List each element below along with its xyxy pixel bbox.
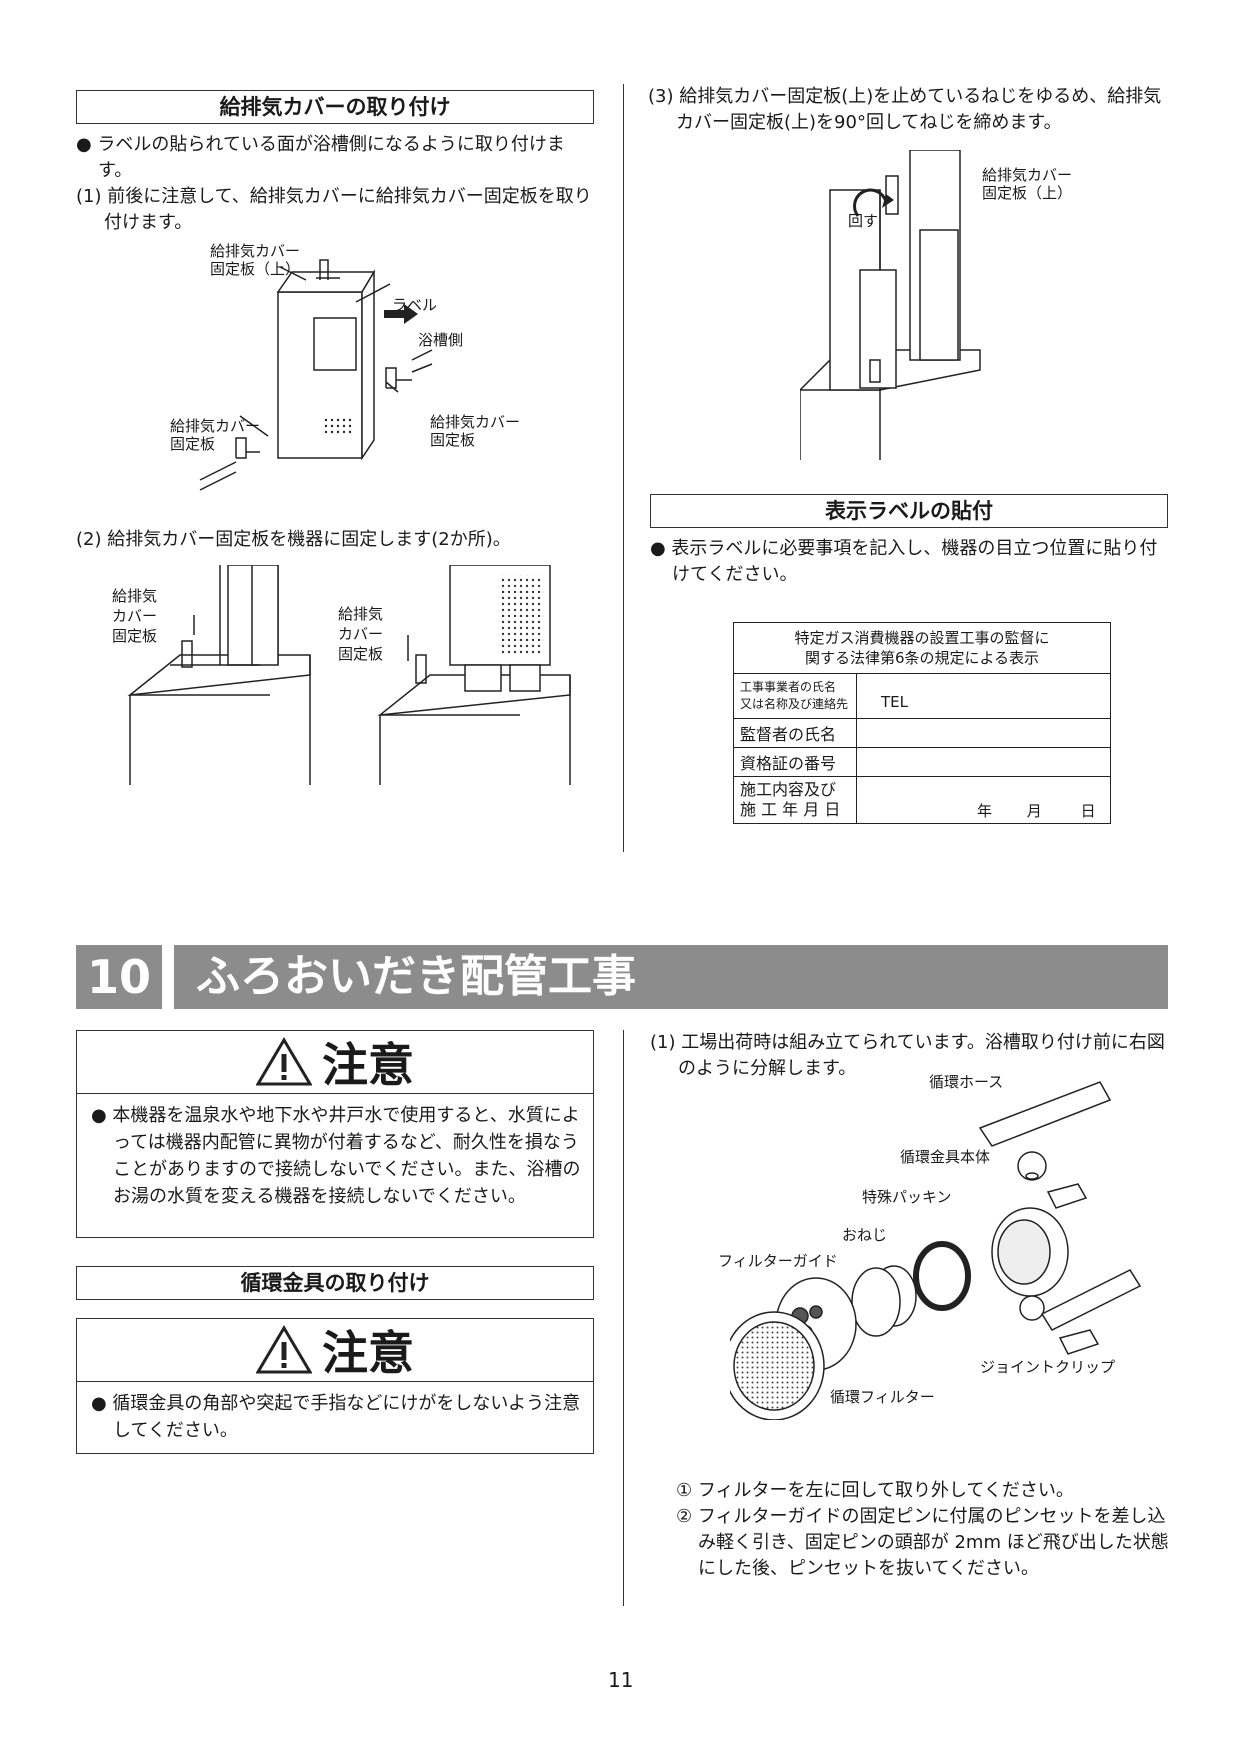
fig-label-packing: 特殊パッキン [862,1188,952,1206]
fig-label-body: 循環金具本体 [900,1148,991,1166]
fig1-label-label: ラベル [392,296,438,314]
junkan-substeps: ① フィルターを左に回して取り外してください。 ② フィルターガイドの固定ピンに… [676,1478,1170,1582]
column-divider-top [623,84,624,852]
caution-box-2: 注意 ● 循環金具の角部や突起で手指などにけがをしないよう注意してください。 [76,1318,594,1454]
cover-fix-figure [127,565,571,785]
cover-bullet: ● ラベルの貼られている面が浴槽側になるように取り付けます。 [76,134,565,181]
fig-label-hose: 循環ホース [929,1073,1004,1091]
label-table-row1-value: TEL [856,673,1111,719]
label-table-row3-head: 資格証の番号 [733,747,857,777]
label-table-row4-head: 施工内容及び 施 工 年 月 日 [733,776,857,824]
label-table-row1-head: 工事事業者の氏名 又は名称及び連絡先 [733,673,857,719]
section-number: 10 [76,945,162,1009]
fig1-label-plate-right: 給排気カバー 固定板 [430,413,521,449]
fig2-label-right: 給排気 カバー 固定板 [338,605,384,663]
section-heading-cover: 給排気カバーの取り付け [76,90,594,124]
label-table-row4-value: 年 月 日 [856,776,1111,824]
fig1-label-top-plate: 給排気カバー 固定板（上） [210,242,301,278]
label-instructions: ● 表示ラベルに必要事項を記入し、機器の目立つ位置に貼り付けてください。 [650,538,1158,585]
junkan-substep-2: ② フィルターガイドの固定ピンに付属のピンセットを差し込み軽く引き、固定ピンの頭… [676,1506,1169,1579]
fig-label-filter: 循環フィルター [830,1388,935,1406]
caution-title-1: 注意 [77,1031,593,1094]
caution-text-1: ● 本機器を温泉水や地下水や井戸水で使用すると、水質によっては機器内配管に異物が… [91,1105,581,1207]
label-table-row3-value [856,747,1111,777]
fig-label-screw: おねじ [842,1226,888,1244]
fig1-label-plate-left: 給排気カバー 固定板 [170,417,261,453]
column-divider-bottom [623,1030,624,1606]
warning-triangle-icon [256,1037,312,1086]
fig-label-clip: ジョイントクリップ [980,1358,1116,1376]
display-label-table: 特定ガス消費機器の設置工事の監督に 関する法律第6条の規定による表示 工事事業者… [733,622,1111,824]
junkan-substep-1: ① フィルターを左に回して取り外してください。 [676,1480,1074,1501]
fig1-label-bath-side: 浴槽側 [418,331,464,349]
cover-step-3: (3) 給排気カバー固定板(上)を止めているねじをゆるめ、給排気カバー固定板(上… [648,86,1162,133]
fig2-label-left: 給排気 カバー 固定板 [112,587,158,645]
label-table-row2-value [856,718,1111,748]
page-number: 11 [608,1668,634,1692]
caution-title-2: 注意 [77,1319,593,1382]
fig3-label-plate-top: 給排気カバー 固定板（上） [982,166,1073,202]
cover-instructions: ● ラベルの貼られている面が浴槽側になるように取り付けます。 (1) 前後に注意… [76,132,596,236]
cover-step-2: (2) 給排気カバー固定板を機器に固定します(2か所)。 [76,529,511,550]
section-heading-junkan: 循環金具の取り付け [76,1266,594,1300]
cover-rotate-figure [800,150,981,460]
cover-step-1: (1) 前後に注意して、給排気カバーに給排気カバー固定板を取り付けます。 [76,186,592,233]
fig-label-guide: フィルターガイド [718,1252,838,1270]
caution-text-2: ● 循環金具の角部や突起で手指などにけがをしないよう注意してください。 [91,1393,581,1441]
section-title: ふろおいだき配管工事 [174,945,1168,1009]
label-table-row2-head: 監督者の氏名 [733,718,857,748]
circulation-fitting-figure [730,1081,1142,1420]
section-heading-label: 表示ラベルの貼付 [650,494,1168,528]
junkan-step-1: (1) 工場出荷時は組み立てられています。浴槽取り付け前に右図のように分解します… [650,1032,1165,1079]
cover-assembly-figure [199,259,433,491]
warning-triangle-icon [256,1325,312,1374]
fig3-label-rotate: 回す [848,212,879,230]
caution-box-1: 注意 ● 本機器を温泉水や地下水や井戸水で使用すると、水質によっては機器内配管に… [76,1030,594,1238]
label-table-title: 特定ガス消費機器の設置工事の監督に 関する法律第6条の規定による表示 [733,622,1111,674]
